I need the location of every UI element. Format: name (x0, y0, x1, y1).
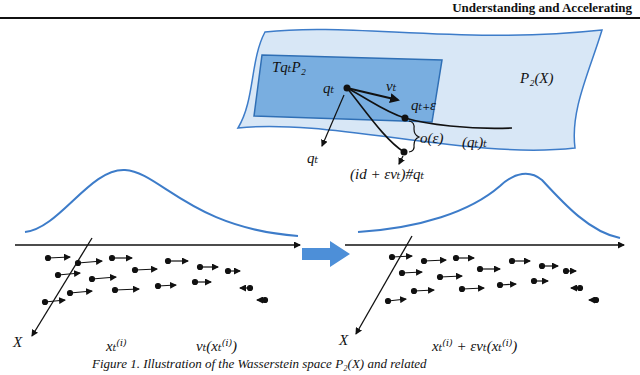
point-label: qₜ (323, 80, 334, 97)
particles (43, 256, 268, 305)
node-label: P₂(X) (520, 70, 554, 87)
leader-line (399, 156, 403, 164)
particles (386, 255, 599, 304)
leader-line (322, 95, 344, 146)
axis (356, 236, 412, 334)
velocity-label: vₜ(xₜ⁽ⁱ⁾) (196, 338, 237, 355)
point (344, 85, 351, 92)
node-label: TqₜP₂ (272, 59, 306, 76)
axis-label: X (13, 334, 22, 351)
figure-caption: Figure 1. Illustration of the Wasserstei… (92, 357, 427, 371)
point (401, 149, 408, 156)
transition-arrow (302, 241, 350, 267)
error-label: o(ε) (420, 130, 443, 147)
header-rule (0, 17, 640, 19)
brace (409, 121, 419, 152)
axis (15, 244, 300, 245)
point (402, 115, 409, 122)
curve (347, 88, 512, 128)
running-header: Understanding and Accelerating (452, 1, 632, 15)
curve-label: (qₜ)ₜ (462, 134, 487, 151)
density-curve (358, 174, 620, 238)
axis-label: X (339, 332, 348, 349)
density-curve (25, 170, 298, 236)
vector-label: vₜ (386, 78, 396, 95)
particle-label: xₜ⁽ⁱ⁾ (106, 338, 127, 355)
particle-label: xₜ⁽ⁱ⁾ + εvₜ(xₜ⁽ⁱ⁾) (432, 338, 517, 355)
axis (32, 238, 92, 336)
pushforward-label: (id + εvₜ)#qₜ (350, 166, 424, 183)
curve (347, 88, 404, 152)
point-label: qₜ (307, 150, 318, 167)
axis (345, 244, 624, 245)
point-label: qₜ₊ε (411, 97, 436, 114)
